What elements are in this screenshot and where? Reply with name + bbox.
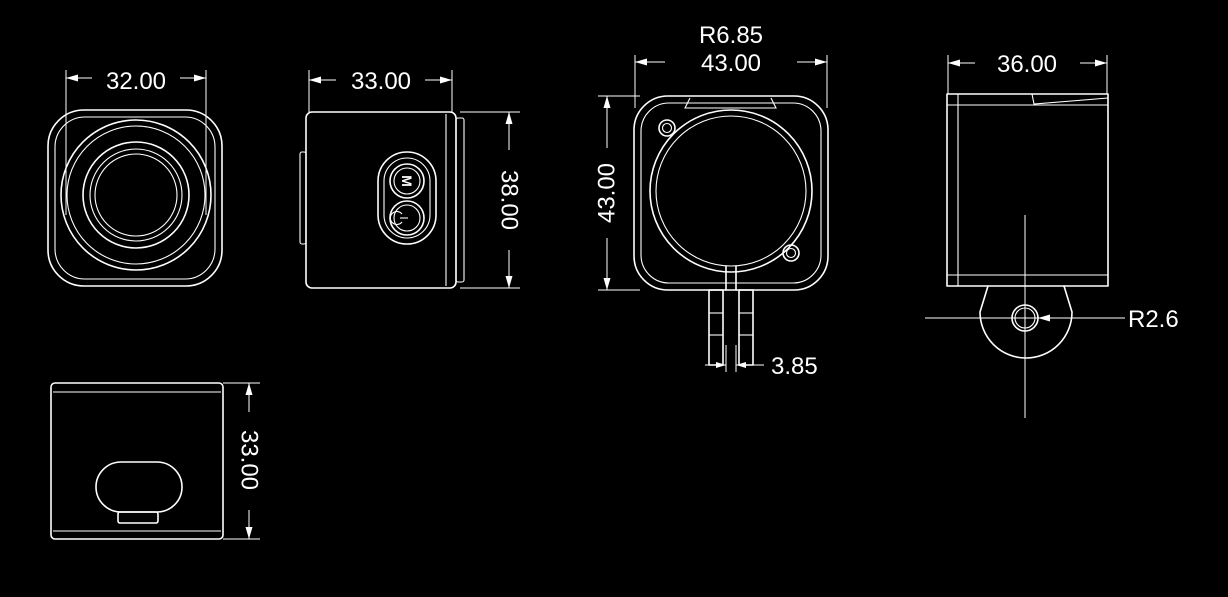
front-width-dim: 32.00 <box>106 68 166 95</box>
mode-button-label: M <box>399 175 415 187</box>
back-radius-dim: R6.85 <box>699 22 763 49</box>
bottom-height-dim: 33.00 <box>236 430 263 490</box>
button-capsule <box>377 151 437 245</box>
front-view: 32.00 <box>47 68 223 287</box>
mode-button: M <box>389 163 425 199</box>
back-width-dim: 43.00 <box>701 50 761 77</box>
back-height-dim: 43.00 <box>594 163 621 223</box>
mount-width-dim: 36.00 <box>997 51 1057 78</box>
side-height-dim: 38.00 <box>496 170 523 230</box>
bottom-view: 33.00 <box>50 382 263 540</box>
back-gap-dim: 3.85 <box>771 353 818 380</box>
mount-view: R2.6 36.00 <box>925 51 1179 418</box>
power-icon <box>389 200 425 236</box>
mount-hole-radius-dim: R2.6 <box>1128 306 1179 333</box>
side-view: M 33.00 38.00 <box>299 68 523 289</box>
side-width-dim: 33.00 <box>351 68 411 95</box>
usb-port <box>95 461 183 513</box>
back-view: R6.85 43.00 43.00 3.85 <box>594 22 829 380</box>
